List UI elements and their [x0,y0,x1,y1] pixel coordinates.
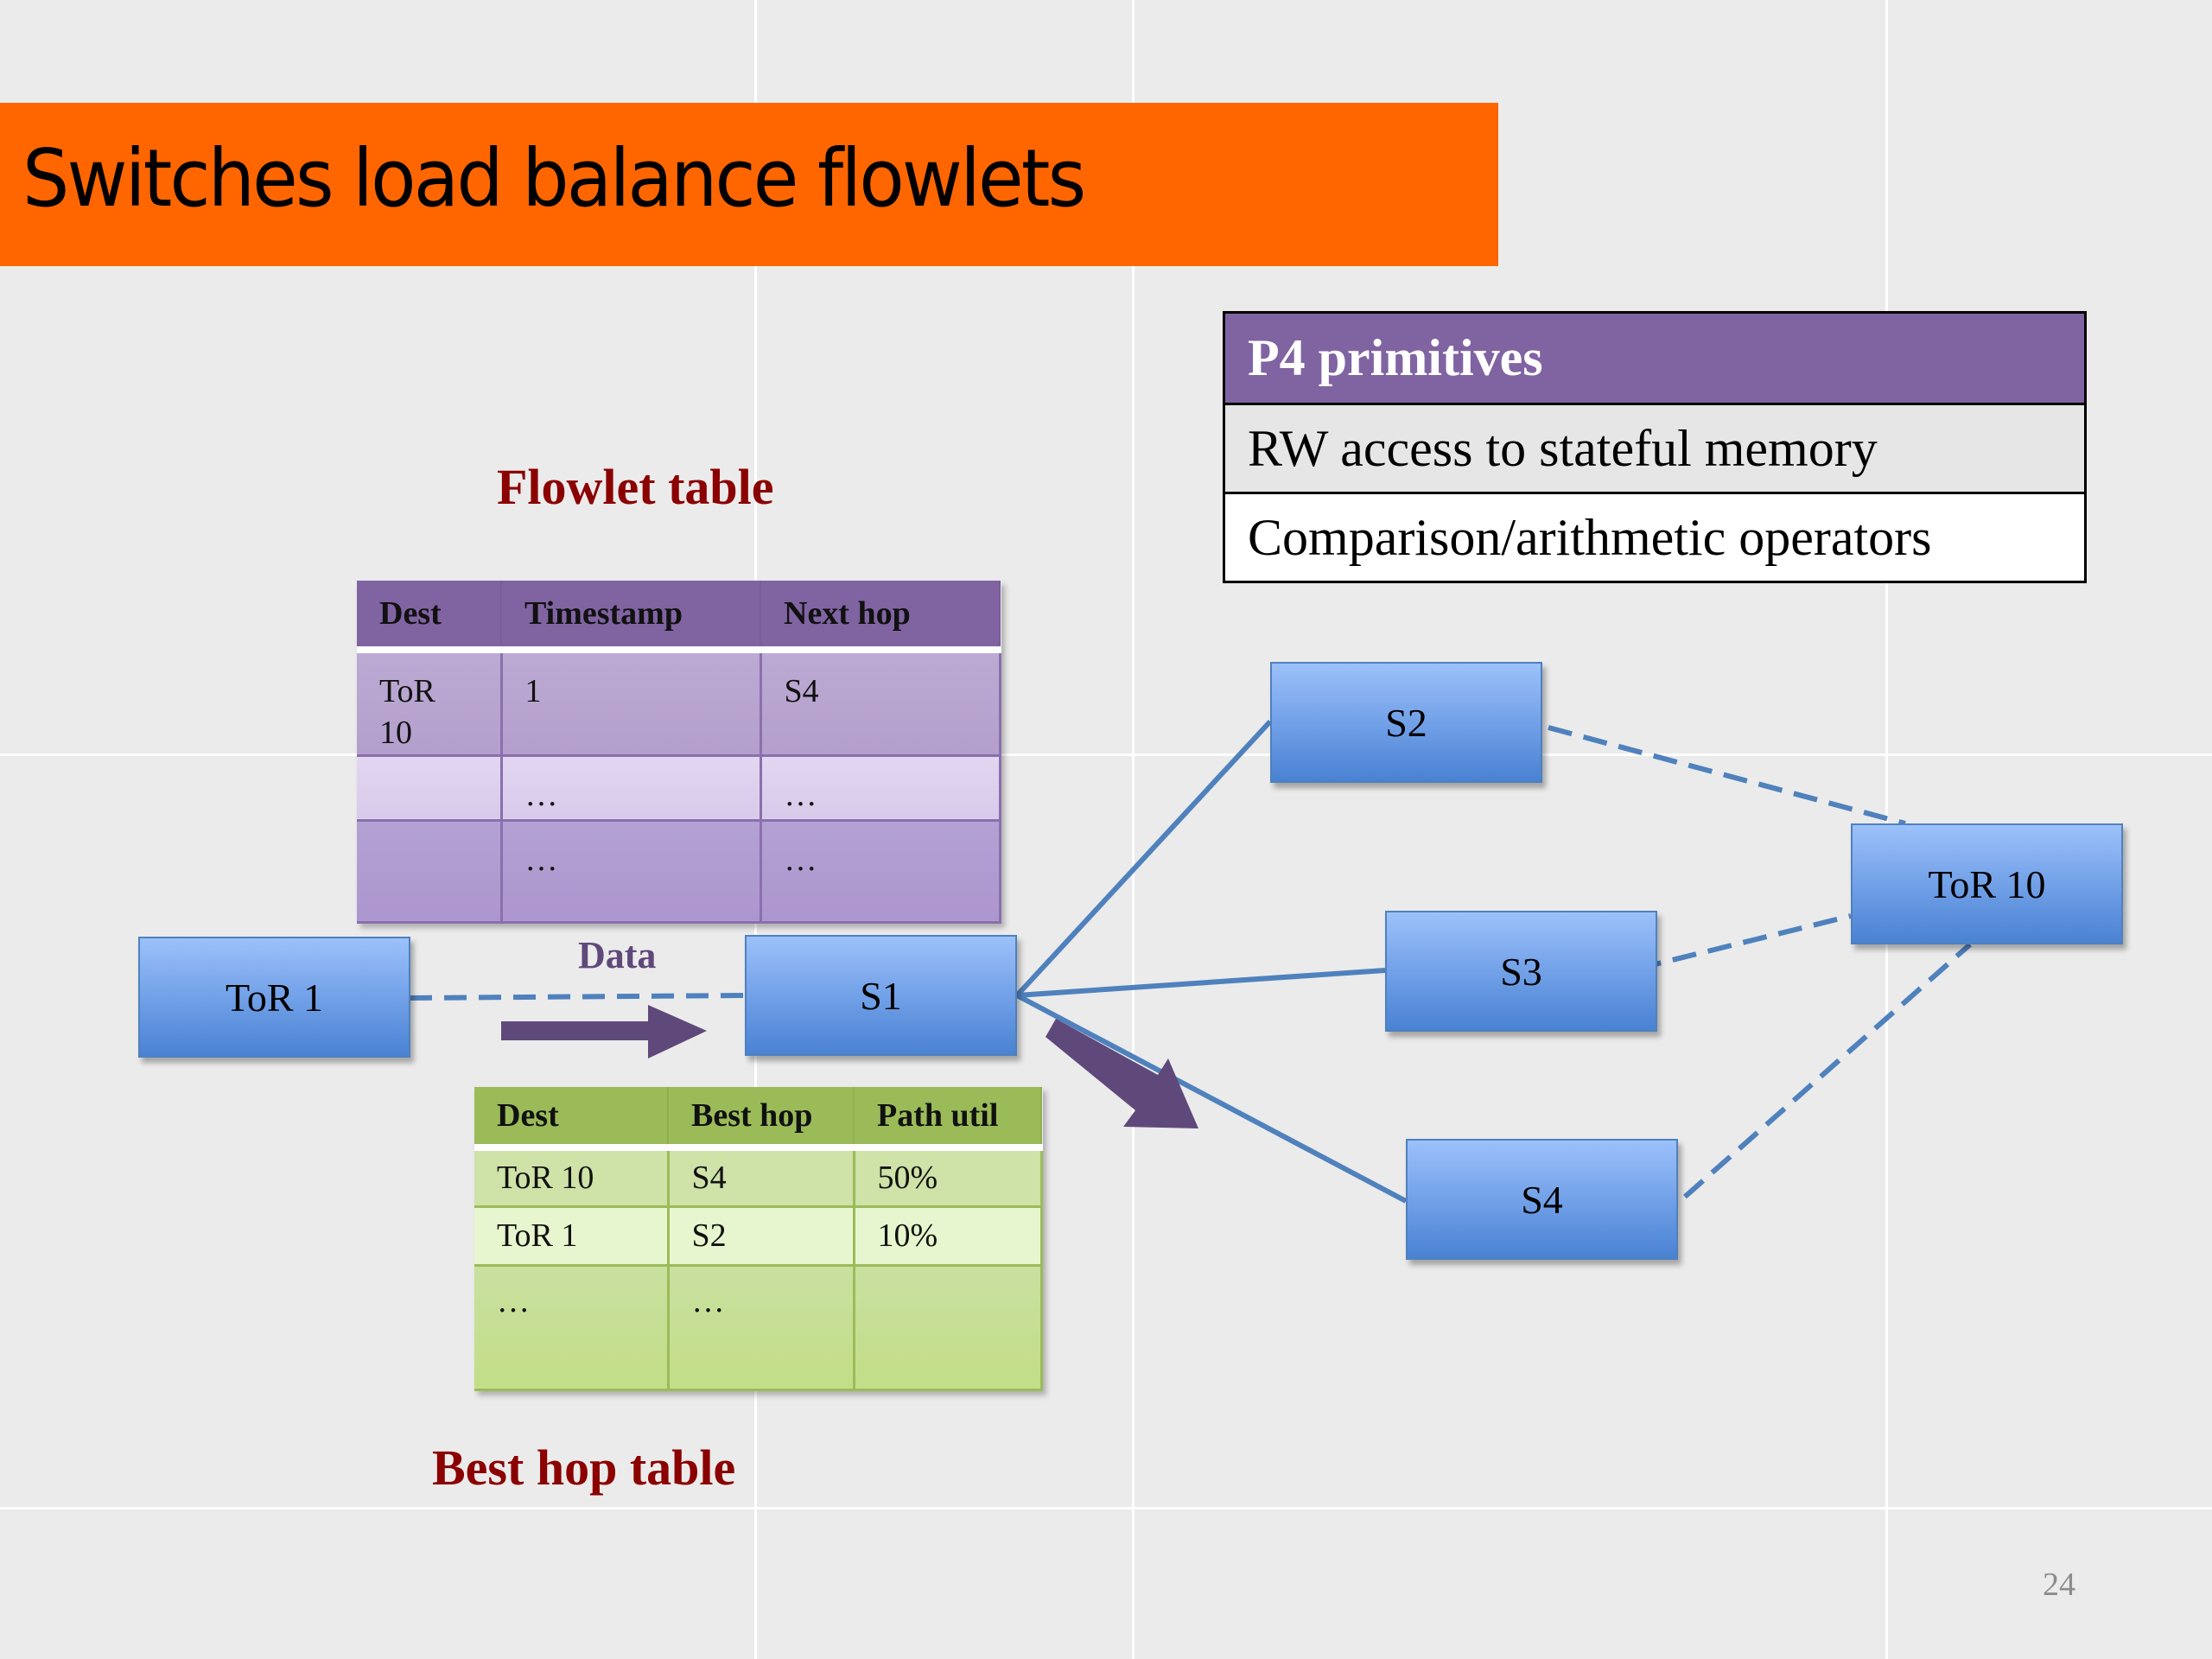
table-row: ToR 1 S2 10% [474,1206,1043,1267]
link-s2-tor10 [1548,725,1906,826]
table-row: … … [474,1265,1043,1391]
table-cell: … [760,820,1001,924]
table-row: … … [357,755,1001,822]
p4-primitives-header: P4 primitives [1225,314,2084,403]
table-cell: 50% [854,1147,1043,1208]
table-row: ToR 10 S4 50% [474,1147,1043,1208]
table-cell: … [474,1265,670,1391]
table-cell: S4 [760,650,1001,757]
link-s1-s3 [1016,968,1386,998]
table-cell: 1 [501,650,762,757]
column-header: Dest [474,1087,669,1151]
table-cell: 10% [854,1206,1043,1267]
table-cell: ToR 10 [357,650,503,757]
table-header-row: Dest Timestamp Next hop [357,581,1001,653]
node-tor10: ToR 10 [1851,823,2123,944]
data-arrow-right [501,1005,707,1058]
node-s4: S4 [1406,1139,1678,1260]
node-s1: S1 [745,935,1017,1056]
data-arrow-diagonal [1046,1019,1198,1128]
p4-primitive-row: Comparison/arithmetic operators [1225,492,2084,581]
table-row: … … [357,820,1001,924]
flowlet-table-label: Flowlet table [497,459,774,515]
table-cell [357,820,503,924]
p4-primitives-table: P4 primitives RW access to stateful memo… [1223,311,2087,583]
best-hop-table: Dest Best hop Path util ToR 10 S4 50% To… [474,1087,1043,1391]
slide-title: Switches load balance flowlets [22,132,1086,225]
link-s1-s2 [1014,719,1273,998]
table-cell [357,755,503,822]
link-tor1-s1 [409,993,746,1001]
table-cell: S4 [668,1147,855,1208]
link-s1-s4 [1015,993,1408,1204]
table-cell: S2 [668,1206,855,1267]
table-cell [854,1265,1043,1391]
link-s4-tor10 [1683,942,1972,1199]
page-number: 24 [2043,1567,2075,1603]
column-header: Next hop [760,581,1001,653]
title-bar: Switches load balance flowlets [0,103,1498,266]
data-label: Data [578,934,657,976]
column-header: Best hop [668,1087,855,1151]
node-tor1: ToR 1 [138,937,410,1058]
node-s2: S2 [1270,662,1542,783]
table-cell: … [760,755,1001,822]
column-header: Dest [357,581,502,653]
best-hop-table-label: Best hop table [432,1440,736,1496]
table-cell: … [501,755,762,822]
grid-line-horizontal [0,753,2212,756]
grid-line-vertical [1132,0,1135,1659]
column-header: Path util [854,1087,1042,1151]
node-s3: S3 [1385,911,1657,1032]
column-header: Timestamp [501,581,761,653]
table-row: ToR 10 1 S4 [357,650,1001,757]
p4-primitive-row: RW access to stateful memory [1225,403,2084,492]
table-header-row: Dest Best hop Path util [474,1087,1042,1151]
table-cell: … [501,820,762,924]
grid-line-horizontal [0,1507,2212,1510]
table-cell: … [668,1265,855,1391]
table-cell: ToR 1 [474,1206,670,1267]
flowlet-table: Dest Timestamp Next hop ToR 10 1 S4 … … … [357,581,1001,924]
link-s3-tor10 [1637,913,1852,971]
table-cell: ToR 10 [474,1147,670,1208]
